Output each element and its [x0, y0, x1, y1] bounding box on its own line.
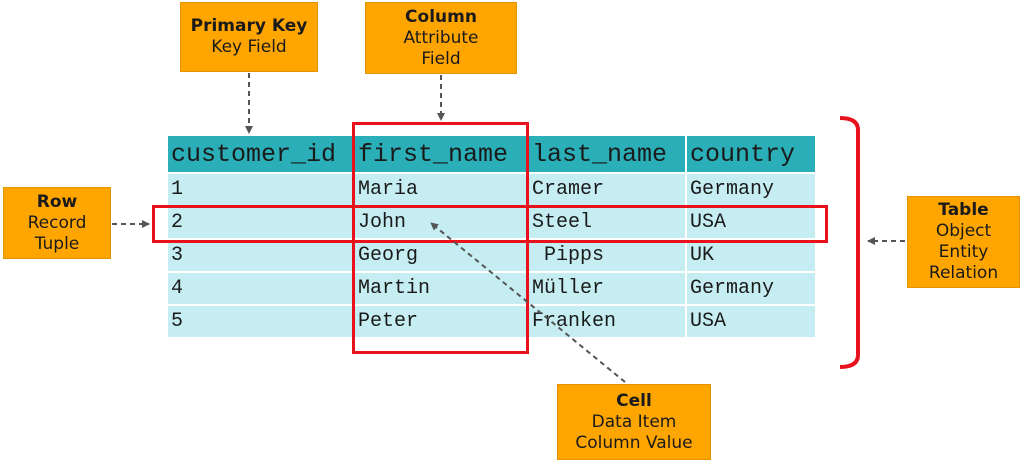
header-first-name: first_name	[355, 136, 529, 174]
row-line-2: Tuple	[34, 233, 80, 254]
cell-country: Germany	[687, 273, 817, 306]
cell-arrow	[430, 222, 626, 383]
row-callout: Row Record Tuple	[3, 187, 111, 259]
cell-country: UK	[687, 240, 817, 273]
row-line-1: Record	[27, 212, 87, 233]
cell-country: USA	[687, 306, 817, 339]
column-title: Column	[405, 6, 477, 27]
cell-country: USA	[687, 207, 817, 240]
cell-line-2: Column Value	[575, 432, 693, 453]
header-last-name: last_name	[529, 136, 687, 174]
column-highlight-box	[352, 122, 529, 354]
table-header-row: customer_id first_name last_name country	[168, 136, 817, 174]
column-line-2: Field	[421, 48, 461, 69]
table-bracket	[839, 116, 860, 369]
cell-last-name: Pipps	[529, 240, 687, 273]
table-line-2: Entity	[938, 242, 989, 262]
cell-customer-id: 2	[168, 207, 355, 240]
row-highlight-box	[152, 205, 828, 243]
table-row: 4 Martin Müller Germany	[168, 273, 817, 306]
cell-callout: Cell Data Item Column Value	[557, 384, 711, 460]
header-country: country	[687, 136, 817, 174]
cell-first-name: Peter	[355, 306, 529, 339]
table-callout: Table Object Entity Relation	[907, 196, 1020, 288]
column-callout: Column Attribute Field	[365, 2, 517, 74]
header-customer-id: customer_id	[168, 136, 355, 174]
table-title: Table	[938, 200, 989, 220]
table-line-1: Object	[935, 221, 992, 241]
primary-key-title: Primary Key	[190, 16, 308, 36]
cell-title: Cell	[616, 390, 652, 411]
column-line-1: Attribute	[403, 27, 479, 48]
cell-last-name: Müller	[529, 273, 687, 306]
primary-key-callout: Primary Key Key Field	[180, 2, 318, 72]
table-line-3: Relation	[928, 263, 999, 283]
cell-last-name: Steel	[529, 207, 687, 240]
primary-key-line-1: Key Field	[211, 37, 287, 57]
cell-last-name: Franken	[529, 306, 687, 339]
cell-customer-id: 5	[168, 306, 355, 339]
customer-table: customer_id first_name last_name country…	[168, 136, 817, 339]
cell-line-1: Data Item	[591, 411, 677, 432]
cell-customer-id: 4	[168, 273, 355, 306]
table-row: 5 Peter Franken USA	[168, 306, 817, 339]
cell-first-name: Georg	[355, 240, 529, 273]
row-title: Row	[36, 191, 78, 212]
